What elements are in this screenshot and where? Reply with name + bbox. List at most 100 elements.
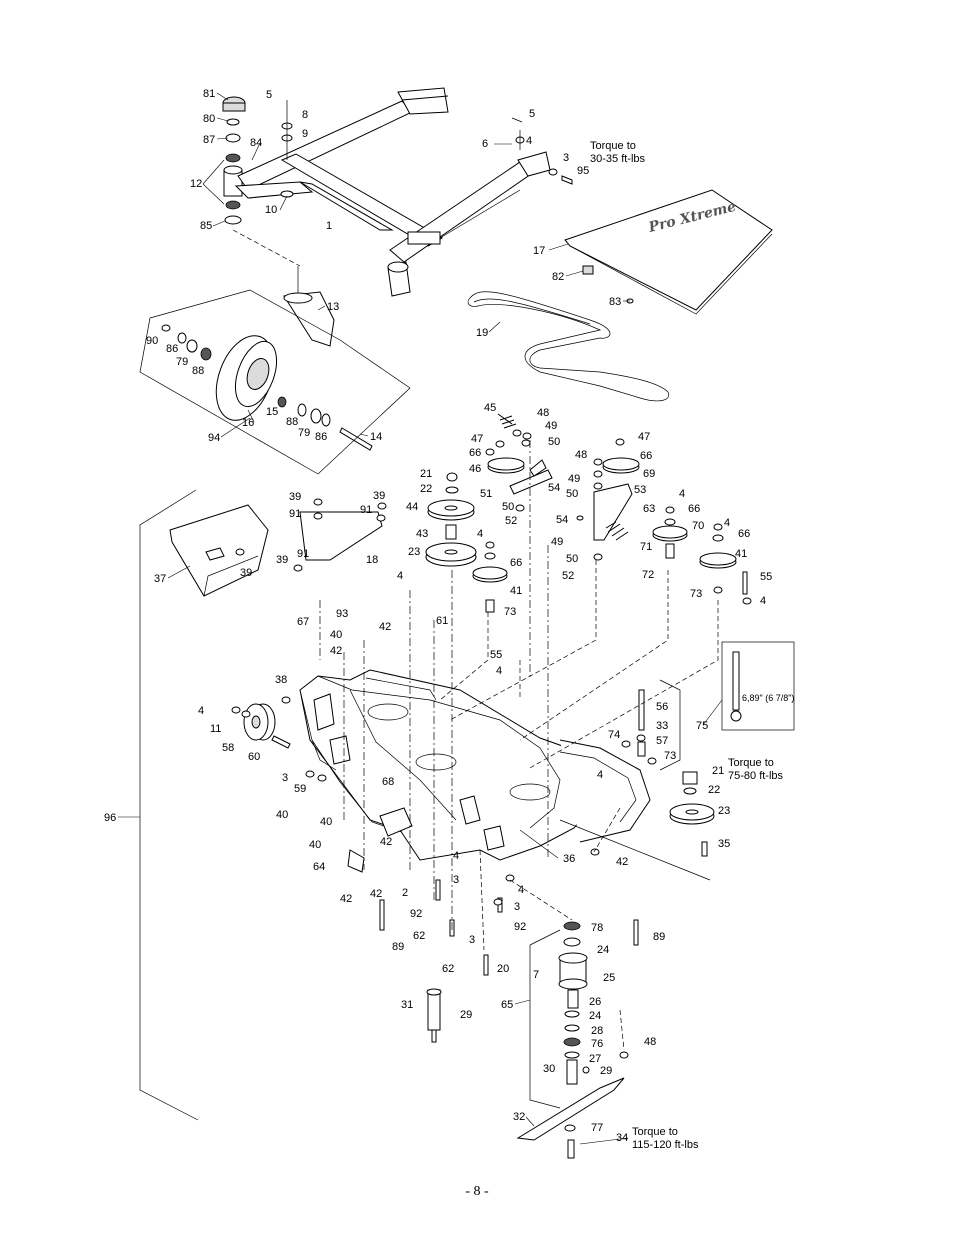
torque-note-line2: 75-80 ft-lbs [728,770,784,782]
callout-55: 55 [760,571,772,583]
deck-hardware [347,848,639,1043]
callout-49c: 49 [551,536,563,548]
callout-51: 51 [480,488,492,500]
callout-77: 77 [591,1122,603,1134]
callout-33: 33 [656,720,668,732]
callout-16: 16 [242,417,254,429]
callout-47b: 47 [638,431,650,443]
callout-10: 10 [265,204,277,216]
callout-70: 70 [692,520,704,532]
height-adjust-pin [621,641,795,771]
callout-43: 43 [416,528,428,540]
callout-4h: 4 [198,705,204,717]
belt-cover-plate: Pro Xtreme [564,189,773,315]
callout-23b: 23 [718,805,730,817]
callout-74: 74 [608,729,620,741]
callout-54: 54 [548,482,560,494]
callout-22: 22 [420,483,432,495]
callout-5: 5 [266,89,272,101]
callout-4g: 4 [496,665,502,677]
callout-92: 92 [410,908,422,920]
callout-48b: 48 [575,449,587,461]
callout-42: 42 [379,621,391,633]
parts-artwork: Pro Xtreme [139,87,795,1159]
callout-91c: 91 [297,548,309,560]
callout-17: 17 [533,245,545,257]
callout-49: 49 [545,420,557,432]
callout-2: 2 [402,887,408,899]
callout-9: 9 [302,128,308,140]
callout-86: 86 [166,343,178,355]
callout-4j: 4 [453,850,459,862]
drive-belt [467,291,670,402]
callout-3e: 3 [469,934,475,946]
callout-42e: 42 [370,888,382,900]
deck-assembly-bracket-line [139,489,199,1121]
callout-67: 67 [297,616,309,628]
callout-26: 26 [589,996,601,1008]
callout-34: 34 [616,1132,628,1144]
right-spindle-pulley [559,771,715,881]
callout-40: 40 [330,629,342,641]
blade-spindle-assembly [516,921,629,1159]
callout-52b: 52 [562,570,574,582]
a-frame-assembly [234,87,551,297]
callout-44: 44 [406,501,418,513]
callout-84: 84 [250,137,262,149]
right-pulleys [472,506,752,613]
callout-55b: 55 [490,649,502,661]
torque-note-line2: 30-35 ft-lbs [590,153,646,165]
callout-53: 53 [634,484,646,496]
mower-deck-shell [299,669,651,861]
callout-8: 8 [302,109,308,121]
caster-wheel-assembly [139,266,411,475]
callout-19: 19 [476,327,488,339]
callout-22b: 22 [708,784,720,796]
callout-3d: 3 [514,901,520,913]
callout-24: 24 [597,944,609,956]
callout-81: 81 [203,88,215,100]
callout-30: 30 [543,1063,555,1075]
callout-89: 89 [392,941,404,953]
callout-29: 29 [460,1009,472,1021]
callout-4d: 4 [724,517,730,529]
callout-29b: 29 [600,1065,612,1077]
callout-79: 79 [176,356,188,368]
callout-39: 39 [289,491,301,503]
torque-note-blade-bolt: Torque to 115-120 ft-lbs [632,1126,699,1151]
idler-arm-assembly [485,413,640,561]
callout-38: 38 [275,674,287,686]
callout-62: 62 [413,930,425,942]
callout-86b: 86 [315,431,327,443]
callout-82: 82 [552,271,564,283]
callout-40b: 40 [276,809,288,821]
callout-39c: 39 [240,567,252,579]
part-callouts: 81 80 87 84 5 8 9 12 10 85 1 5 6 4 3 95 … [104,88,772,1144]
torque-note-line2: 115-120 ft-lbs [632,1139,699,1151]
callout-14: 14 [370,431,382,443]
callout-41b: 41 [510,585,522,597]
callout-4i: 4 [597,769,603,781]
callout-94: 94 [208,432,220,444]
callout-42b: 42 [330,645,342,657]
callout-4b: 4 [679,488,685,500]
callout-3b: 3 [282,772,288,784]
callout-71: 71 [640,541,652,553]
callout-50b: 50 [566,488,578,500]
callout-41: 41 [735,548,747,560]
torque-note-line1: Torque to [632,1126,678,1138]
callout-23: 23 [408,546,420,558]
callout-4c: 4 [477,528,483,540]
callout-91: 91 [289,508,301,520]
callout-83: 83 [609,296,621,308]
callout-4k: 4 [518,884,524,896]
torque-note-line1: Torque to [728,757,774,769]
callout-75: 75 [696,720,708,732]
callout-49b: 49 [568,473,580,485]
callout-91b: 91 [360,504,372,516]
callout-35: 35 [718,838,730,850]
callout-58: 58 [222,742,234,754]
torque-note-deck-bracket: Torque to 30-35 ft-lbs [590,140,646,165]
callout-7: 7 [533,969,539,981]
